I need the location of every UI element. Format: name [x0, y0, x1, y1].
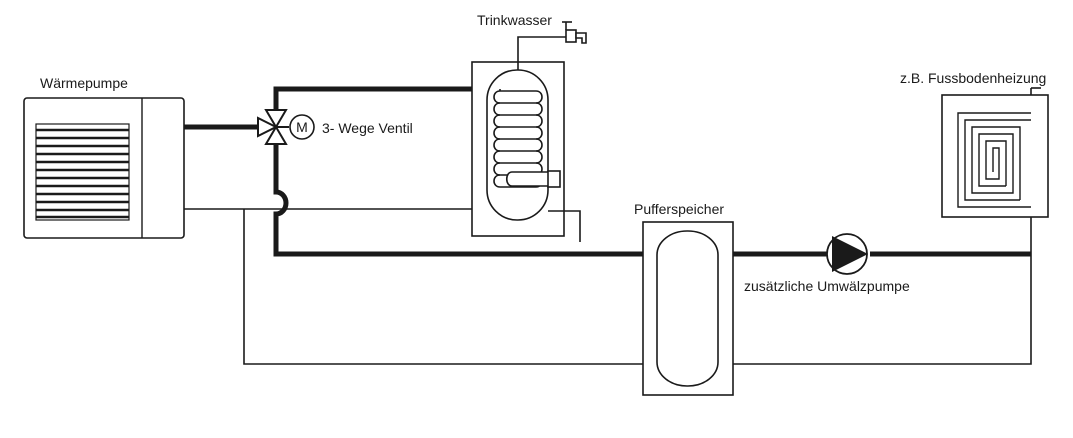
heat-pump-label: Wärmepumpe: [40, 75, 128, 91]
supply-pipes: [184, 86, 1031, 257]
three-way-valve: [257, 109, 289, 145]
heat-pump-grille: [36, 128, 129, 219]
valve-motor: M: [289, 114, 315, 140]
hot-water-outlet: [517, 36, 570, 70]
valve-motor-label: M: [296, 119, 308, 135]
floor-heating-coil: [957, 112, 1031, 208]
buffer-tank: [642, 221, 734, 396]
circulation-pump-label: zusätzliche Umwälzpumpe: [744, 278, 910, 294]
drinking-water-label: Trinkwasser: [477, 12, 552, 28]
floor-heating: [941, 94, 1049, 218]
heat-pump: [23, 97, 185, 239]
circulation-pump: [826, 233, 868, 275]
cold-water-inlet: [548, 210, 581, 242]
heat-exchanger-coil: [493, 89, 543, 188]
faucet-icon: [562, 21, 587, 44]
hot-water-tank: [471, 36, 581, 242]
pump-direction-icon: [832, 236, 868, 272]
valve-label: 3- Wege Ventil: [322, 120, 413, 136]
heater-element: [505, 170, 561, 188]
buffer-tank-label: Pufferspeicher: [634, 201, 724, 217]
floor-heating-label: z.B. Fussbodenheizung: [900, 70, 1046, 86]
